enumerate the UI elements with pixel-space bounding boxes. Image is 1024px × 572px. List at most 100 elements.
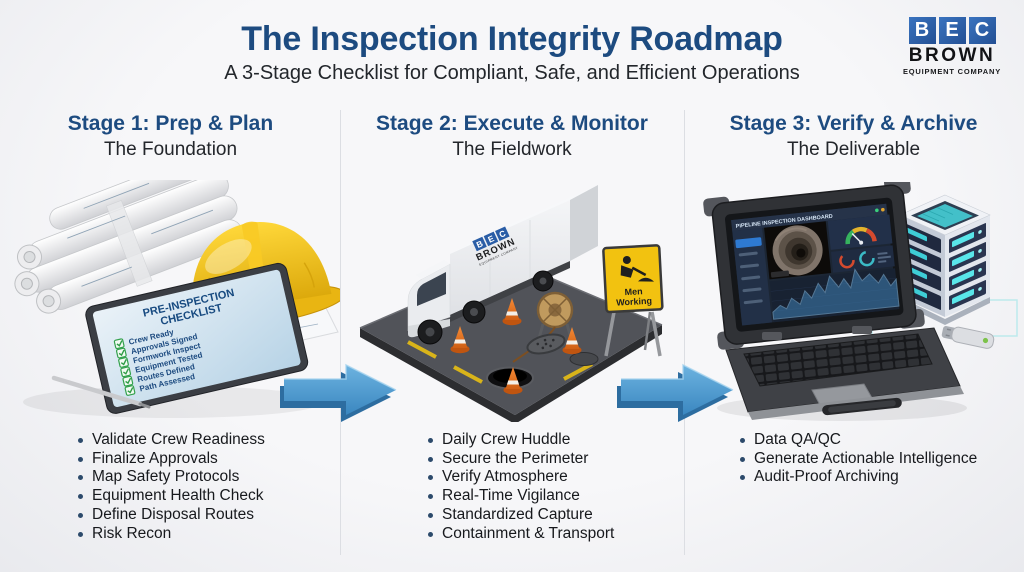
ground-shadow <box>23 386 323 418</box>
list-item: Audit-Proof Archiving <box>740 468 977 487</box>
bullet-text: Daily Crew Huddle <box>442 431 571 448</box>
stage-1-illustration: PRE-INSPECTION CHECKLIST Crew Ready Appr… <box>14 180 340 418</box>
truck-logo-letter: E <box>486 233 496 245</box>
bullet-dot <box>428 475 433 481</box>
sign-text-line2: Working <box>616 296 652 308</box>
bullet-dot <box>428 438 433 443</box>
server-tower <box>899 194 991 325</box>
bullet-text: Finalize Approvals <box>92 449 218 467</box>
bullet-text: Risk Recon <box>92 524 172 542</box>
logo-name: BROWN <box>908 45 996 66</box>
list-item: Containment & Transport <box>428 525 614 544</box>
men-working-sign: Men Working <box>602 244 664 357</box>
mini-gauges-panel <box>830 245 895 273</box>
bullet-text: Standardized Capture <box>442 505 593 523</box>
list-item: Standardized Capture <box>428 506 614 525</box>
bullet-text: Audit-Proof Archiving <box>754 468 899 486</box>
blueprint-rolls <box>14 180 243 314</box>
truck-logo-letter: C <box>498 228 508 240</box>
logo-letter-squares: B E C <box>902 17 1002 44</box>
stage-3-subtitle: The Deliverable <box>786 139 921 160</box>
list-item: Define Disposal Routes <box>78 506 265 525</box>
logo-letter-c: C <box>968 17 996 44</box>
bullet-dot <box>78 531 83 537</box>
bullet-text: Equipment Health Check <box>92 487 264 505</box>
stage-2-title: Stage 2: Execute & Monitor <box>376 112 648 135</box>
list-item: Finalize Approvals <box>78 450 265 469</box>
list-item: Verify Atmosphere <box>428 468 614 487</box>
stage-3-title: Stage 3: Verify & Archive <box>729 112 978 135</box>
list-item: Data QA/QC <box>740 431 977 450</box>
server-top-screen <box>917 204 973 228</box>
bullet-text: Validate Crew Readiness <box>92 431 265 448</box>
stage-2-illustration: B E C BROWN EQUIPMENT COMPANY <box>359 185 664 422</box>
bullet-text: Containment & Transport <box>442 524 615 542</box>
manhole-cover <box>569 352 599 366</box>
page-subtitle: A 3-Stage Checklist for Compliant, Safe,… <box>224 62 800 84</box>
bullet-dot <box>740 438 745 443</box>
bullet-text: Define Disposal Routes <box>92 505 254 523</box>
bullet-text: Generate Actionable Intelligence <box>754 449 978 467</box>
bullet-dot <box>428 512 433 518</box>
manhole-grate <box>526 333 566 355</box>
list-item: Map Safety Protocols <box>78 468 265 487</box>
truck-box-side <box>450 200 570 315</box>
road-markings <box>407 340 593 384</box>
bullet-text: Real-Time Vigilance <box>442 487 580 505</box>
stage-1-header: Stage 1: Prep & Plan The Foundation <box>0 112 341 161</box>
stylus-pen <box>51 375 151 409</box>
logo-letter-b: B <box>908 17 936 44</box>
bullet-dot <box>78 475 83 481</box>
truck-windshield <box>417 272 446 306</box>
stage-3-header: Stage 3: Verify & Archive The Deliverabl… <box>683 112 1024 161</box>
sign-text-line1: Men <box>624 286 642 297</box>
list-item: Equipment Health Check <box>78 487 265 506</box>
page-title: The Inspection Integrity Roadmap <box>241 20 783 58</box>
bullet-dot <box>78 456 83 462</box>
sidebar-active-item <box>735 237 762 249</box>
stage-1-subtitle: The Foundation <box>103 139 238 160</box>
usb-led <box>982 337 989 344</box>
bullet-dot <box>78 438 83 443</box>
list-item: Secure the Perimeter <box>428 450 614 469</box>
logo-letter-e: E <box>938 17 966 44</box>
header: The Inspection Integrity Roadmap A 3-Sta… <box>0 20 1024 85</box>
dashboard-titlebar <box>731 203 888 232</box>
usb-drive <box>941 326 995 349</box>
cable-reel <box>512 291 574 363</box>
flow-arrow-2-icon <box>617 363 734 422</box>
bullet-text: Data QA/QC <box>754 431 841 448</box>
bullet-dot <box>428 494 433 500</box>
bullet-dot <box>740 475 745 481</box>
bullet-dot <box>428 531 433 537</box>
column-divider <box>340 110 341 555</box>
traffic-cones <box>450 298 582 395</box>
list-item: Daily Crew Huddle <box>428 431 614 450</box>
truck-logo-letter: B <box>475 238 485 250</box>
worker-pictogram <box>620 255 655 282</box>
bullet-text: Map Safety Protocols <box>92 468 240 486</box>
laptop-screen-assembly: PIPELINE INSPECTION DASHBOARD <box>703 182 925 350</box>
bullet-dot <box>78 494 83 500</box>
bullet-dot <box>78 512 83 518</box>
list-item: Risk Recon <box>78 525 265 544</box>
logo-tagline: EQUIPMENT COMPANY <box>902 67 1002 76</box>
laptop-base <box>725 326 964 420</box>
checklist-tablet: PRE-INSPECTION CHECKLIST Crew Ready Appr… <box>85 262 309 414</box>
keyboard <box>743 333 933 387</box>
list-item: Generate Actionable Intelligence <box>740 450 977 469</box>
server-right-face <box>945 214 990 317</box>
sidebar-menu-rows <box>738 251 763 305</box>
list-item: Real-Time Vigilance <box>428 487 614 506</box>
flow-arrow-1-icon <box>280 363 397 422</box>
bullet-dot <box>428 456 433 462</box>
tablet-screen <box>92 269 301 407</box>
stage-2-subtitle: The Fieldwork <box>452 139 572 160</box>
stage-2-header: Stage 2: Execute & Monitor The Fieldwork <box>341 112 683 161</box>
company-logo: B E C BROWN EQUIPMENT COMPANY <box>902 17 1002 76</box>
column-divider <box>684 110 685 555</box>
